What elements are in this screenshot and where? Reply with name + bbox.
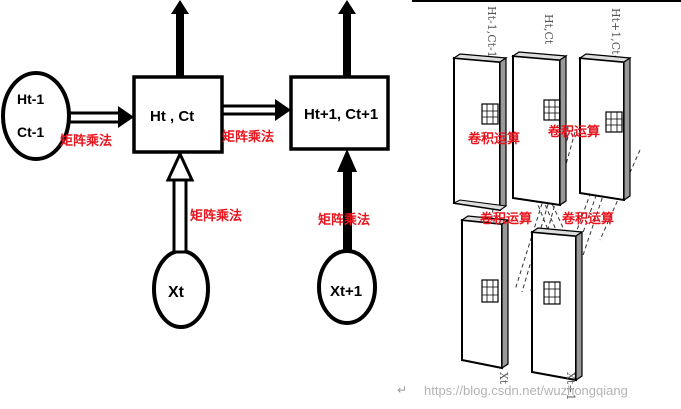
arrow-up-cell-t xyxy=(171,0,189,77)
matmul-label-4: 矩阵乘法 xyxy=(317,212,370,227)
arrow-xt1-to-cell xyxy=(337,149,357,252)
input-plate-1 xyxy=(460,215,510,370)
arrow-xt-to-cell xyxy=(165,150,195,254)
cell-t1-box xyxy=(289,75,390,151)
arrow-up-cell-t1 xyxy=(338,0,356,77)
prev-state-node xyxy=(1,71,71,161)
conv-label-3: 卷积运算 xyxy=(480,211,532,226)
conv-label-4: 卷积运算 xyxy=(562,211,614,226)
cell-t-label: Ht , Ct xyxy=(150,108,194,125)
hidden-state-plate-3 xyxy=(578,53,632,202)
hidden-state-plate-1 xyxy=(452,53,508,212)
top-label-3: Ht+1,Ct+1 xyxy=(609,8,622,71)
bottom-label-2: Xt+1 xyxy=(564,372,577,400)
conv-label-2: 卷积运算 xyxy=(548,124,600,139)
input-xt-label: Xt xyxy=(168,284,185,301)
prev-state-c-label: Ct-1 xyxy=(17,124,44,140)
arrow-cell-t-to-t1 xyxy=(222,99,291,121)
top-label-2: Ht,Ct xyxy=(542,14,555,45)
input-plate-2 xyxy=(530,227,584,382)
cell-t1-label: Ht+1, Ct+1 xyxy=(304,106,378,123)
convlstm-diagram: Ht-1,Ct-1 Ht,Ct Ht+1,Ct+1 xyxy=(412,0,681,400)
top-label-1: Ht-1,Ct-1 xyxy=(485,6,498,58)
return-glyph-icon: ↵ xyxy=(397,383,407,397)
input-xt1-label: Xt+1 xyxy=(330,283,362,300)
hidden-state-plate-2 xyxy=(511,51,568,207)
bottom-label-1: Xt xyxy=(497,372,510,385)
matmul-label-1: 矩阵乘法 xyxy=(59,133,112,148)
arrow-prev-to-cell xyxy=(70,106,134,128)
matmul-label-3: 矩阵乘法 xyxy=(189,208,242,223)
matmul-label-2: 矩阵乘法 xyxy=(221,129,274,144)
watermark-text: https://blog.csdn.net/wuzhongqiang xyxy=(424,383,628,398)
conv-label-1: 卷积运算 xyxy=(468,131,520,146)
lstm-diagram: Ht-1 Ct-1 矩阵乘法 Ht , Ct 矩阵乘法 Ht+1, Ct+1 xyxy=(1,0,390,329)
prev-state-h-label: Ht-1 xyxy=(17,91,44,107)
